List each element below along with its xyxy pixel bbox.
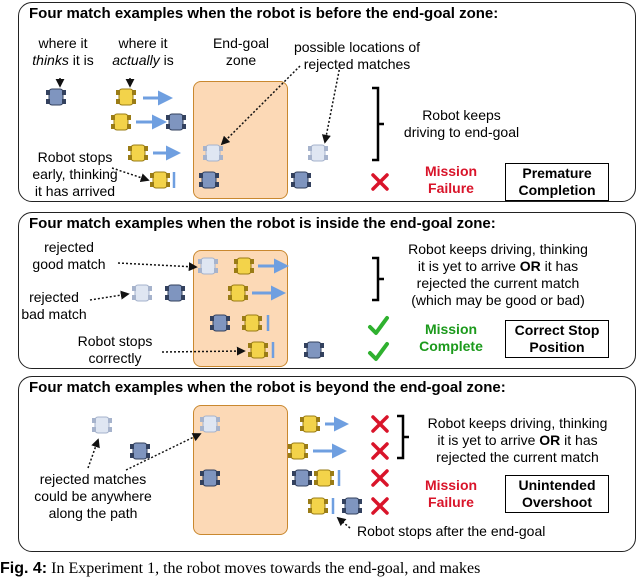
panel-before-zone: Four match examples when the robot is be… (18, 2, 636, 202)
label-robot-keeps-driving: Robot keeps driving, thinking it is yet … (408, 241, 588, 308)
label-where-thinks: where it thinks it is (32, 35, 94, 68)
label-robot-stops-after: Robot stops after the end-goal (357, 523, 546, 539)
panel-title: Four match examples when the robot is in… (29, 215, 496, 232)
label-where-actually: where it actually is (112, 35, 174, 68)
end-goal-zone (193, 81, 288, 199)
figure-caption: Fig. 4: In Experiment 1, the robot moves… (0, 560, 481, 577)
panel-beyond-zone: Four match examples when the robot is be… (18, 376, 636, 552)
end-goal-zone (193, 405, 288, 535)
panel-title: Four match examples when the robot is be… (29, 5, 499, 22)
panel-title: Four match examples when the robot is be… (29, 379, 506, 396)
panel-inside-zone: Four match examples when the robot is in… (18, 212, 636, 369)
end-goal-zone (193, 250, 288, 367)
label-robot-keeps-driving: Robot keeps driving, thinking it is yet … (427, 415, 608, 465)
